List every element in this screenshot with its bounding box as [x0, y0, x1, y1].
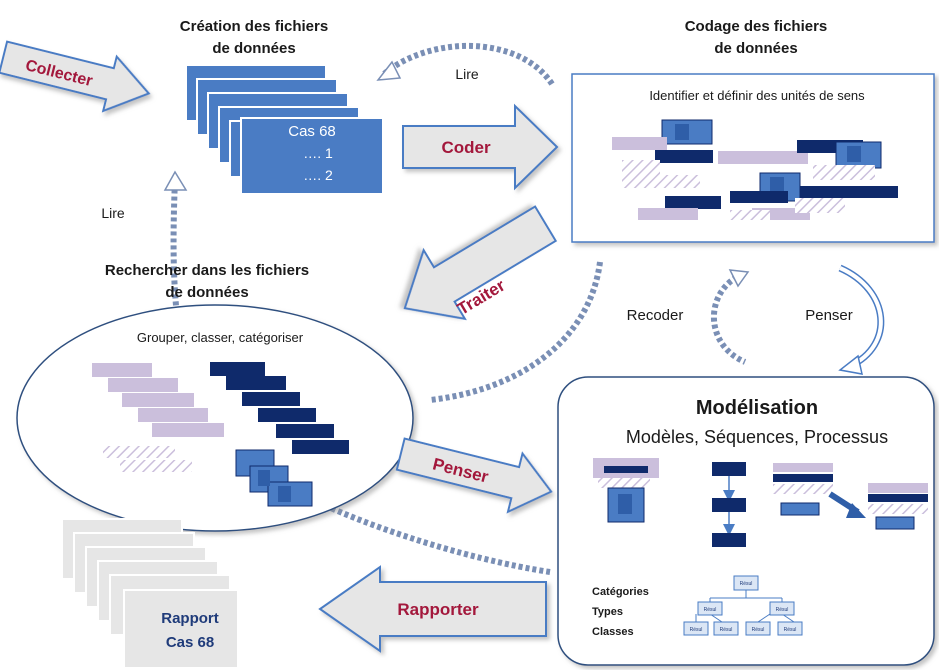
tree-nodes: Résul Résul Résul Résul Résul Résul Résu… — [683, 575, 803, 636]
report-stack: Rapport Cas 68 — [61, 518, 239, 669]
penser-arrow: Penser — [395, 437, 553, 514]
hierarchy-categories: Catégories — [592, 586, 649, 598]
svg-text:Résul: Résul — [690, 627, 703, 633]
recoder-arrow — [711, 274, 747, 365]
data-file-case: Cas 68 — [288, 123, 336, 140]
lire-left-label: Lire — [101, 205, 125, 221]
hierarchy-types: Types — [592, 606, 623, 618]
svg-text:Résul: Résul — [752, 627, 765, 633]
codage-title-line1: Codage des fichiers — [685, 18, 828, 35]
svg-text:Résul: Résul — [776, 607, 789, 613]
rapporter-arrow: Rapporter — [318, 565, 547, 653]
penser-cycle-label: Penser — [805, 307, 853, 324]
svg-text:Résul: Résul — [740, 581, 753, 587]
codage-title-line2: de données — [714, 40, 797, 57]
coder-label: Coder — [441, 138, 491, 157]
modelisation-title: Modélisation — [696, 397, 818, 419]
penser-cycle-arrow — [838, 354, 863, 375]
data-file-line-1: …. 1 — [303, 145, 333, 161]
data-files-stack: Cas 68 …. 1 …. 2 — [185, 64, 384, 195]
recherche-title-line1: Rechercher dans les fichiers — [105, 262, 309, 279]
creation-title-line1: Création des fichiers — [180, 18, 328, 35]
modelisation-box: Modélisation Modèles, Séquences, Process… — [557, 376, 935, 666]
coder-arrow: Coder — [402, 103, 559, 191]
creation-title-line2: de données — [212, 40, 295, 57]
svg-text:Résul: Résul — [704, 607, 717, 613]
lire-top-arrow — [382, 42, 555, 86]
hierarchy-classes: Classes — [592, 626, 634, 638]
collecter-arrow: Collecter — [0, 40, 151, 113]
recherche-subtitle: Grouper, classer, catégoriser — [137, 330, 304, 345]
report-card — [123, 589, 239, 669]
modelisation-subtitle: Modèles, Séquences, Processus — [626, 427, 888, 447]
data-file-card — [240, 117, 384, 195]
svg-text:Résul: Résul — [784, 627, 797, 633]
codage-subtitle: Identifier et définir des unités de sens — [649, 88, 865, 103]
research-ellipse: Grouper, classer, catégoriser — [16, 304, 414, 532]
report-case: Cas 68 — [166, 634, 214, 651]
coding-box: Identifier et définir des unités de sens — [571, 73, 935, 243]
lire-top-label: Lire — [455, 66, 479, 82]
traiter-arrow — [403, 205, 558, 321]
recherche-title-line2: de données — [165, 284, 248, 301]
data-file-line-2: …. 2 — [303, 167, 333, 183]
report-title: Rapport — [161, 610, 219, 627]
rapporter-label: Rapporter — [397, 600, 479, 619]
svg-text:Résul: Résul — [720, 627, 733, 633]
recoder-label: Recoder — [627, 307, 684, 324]
